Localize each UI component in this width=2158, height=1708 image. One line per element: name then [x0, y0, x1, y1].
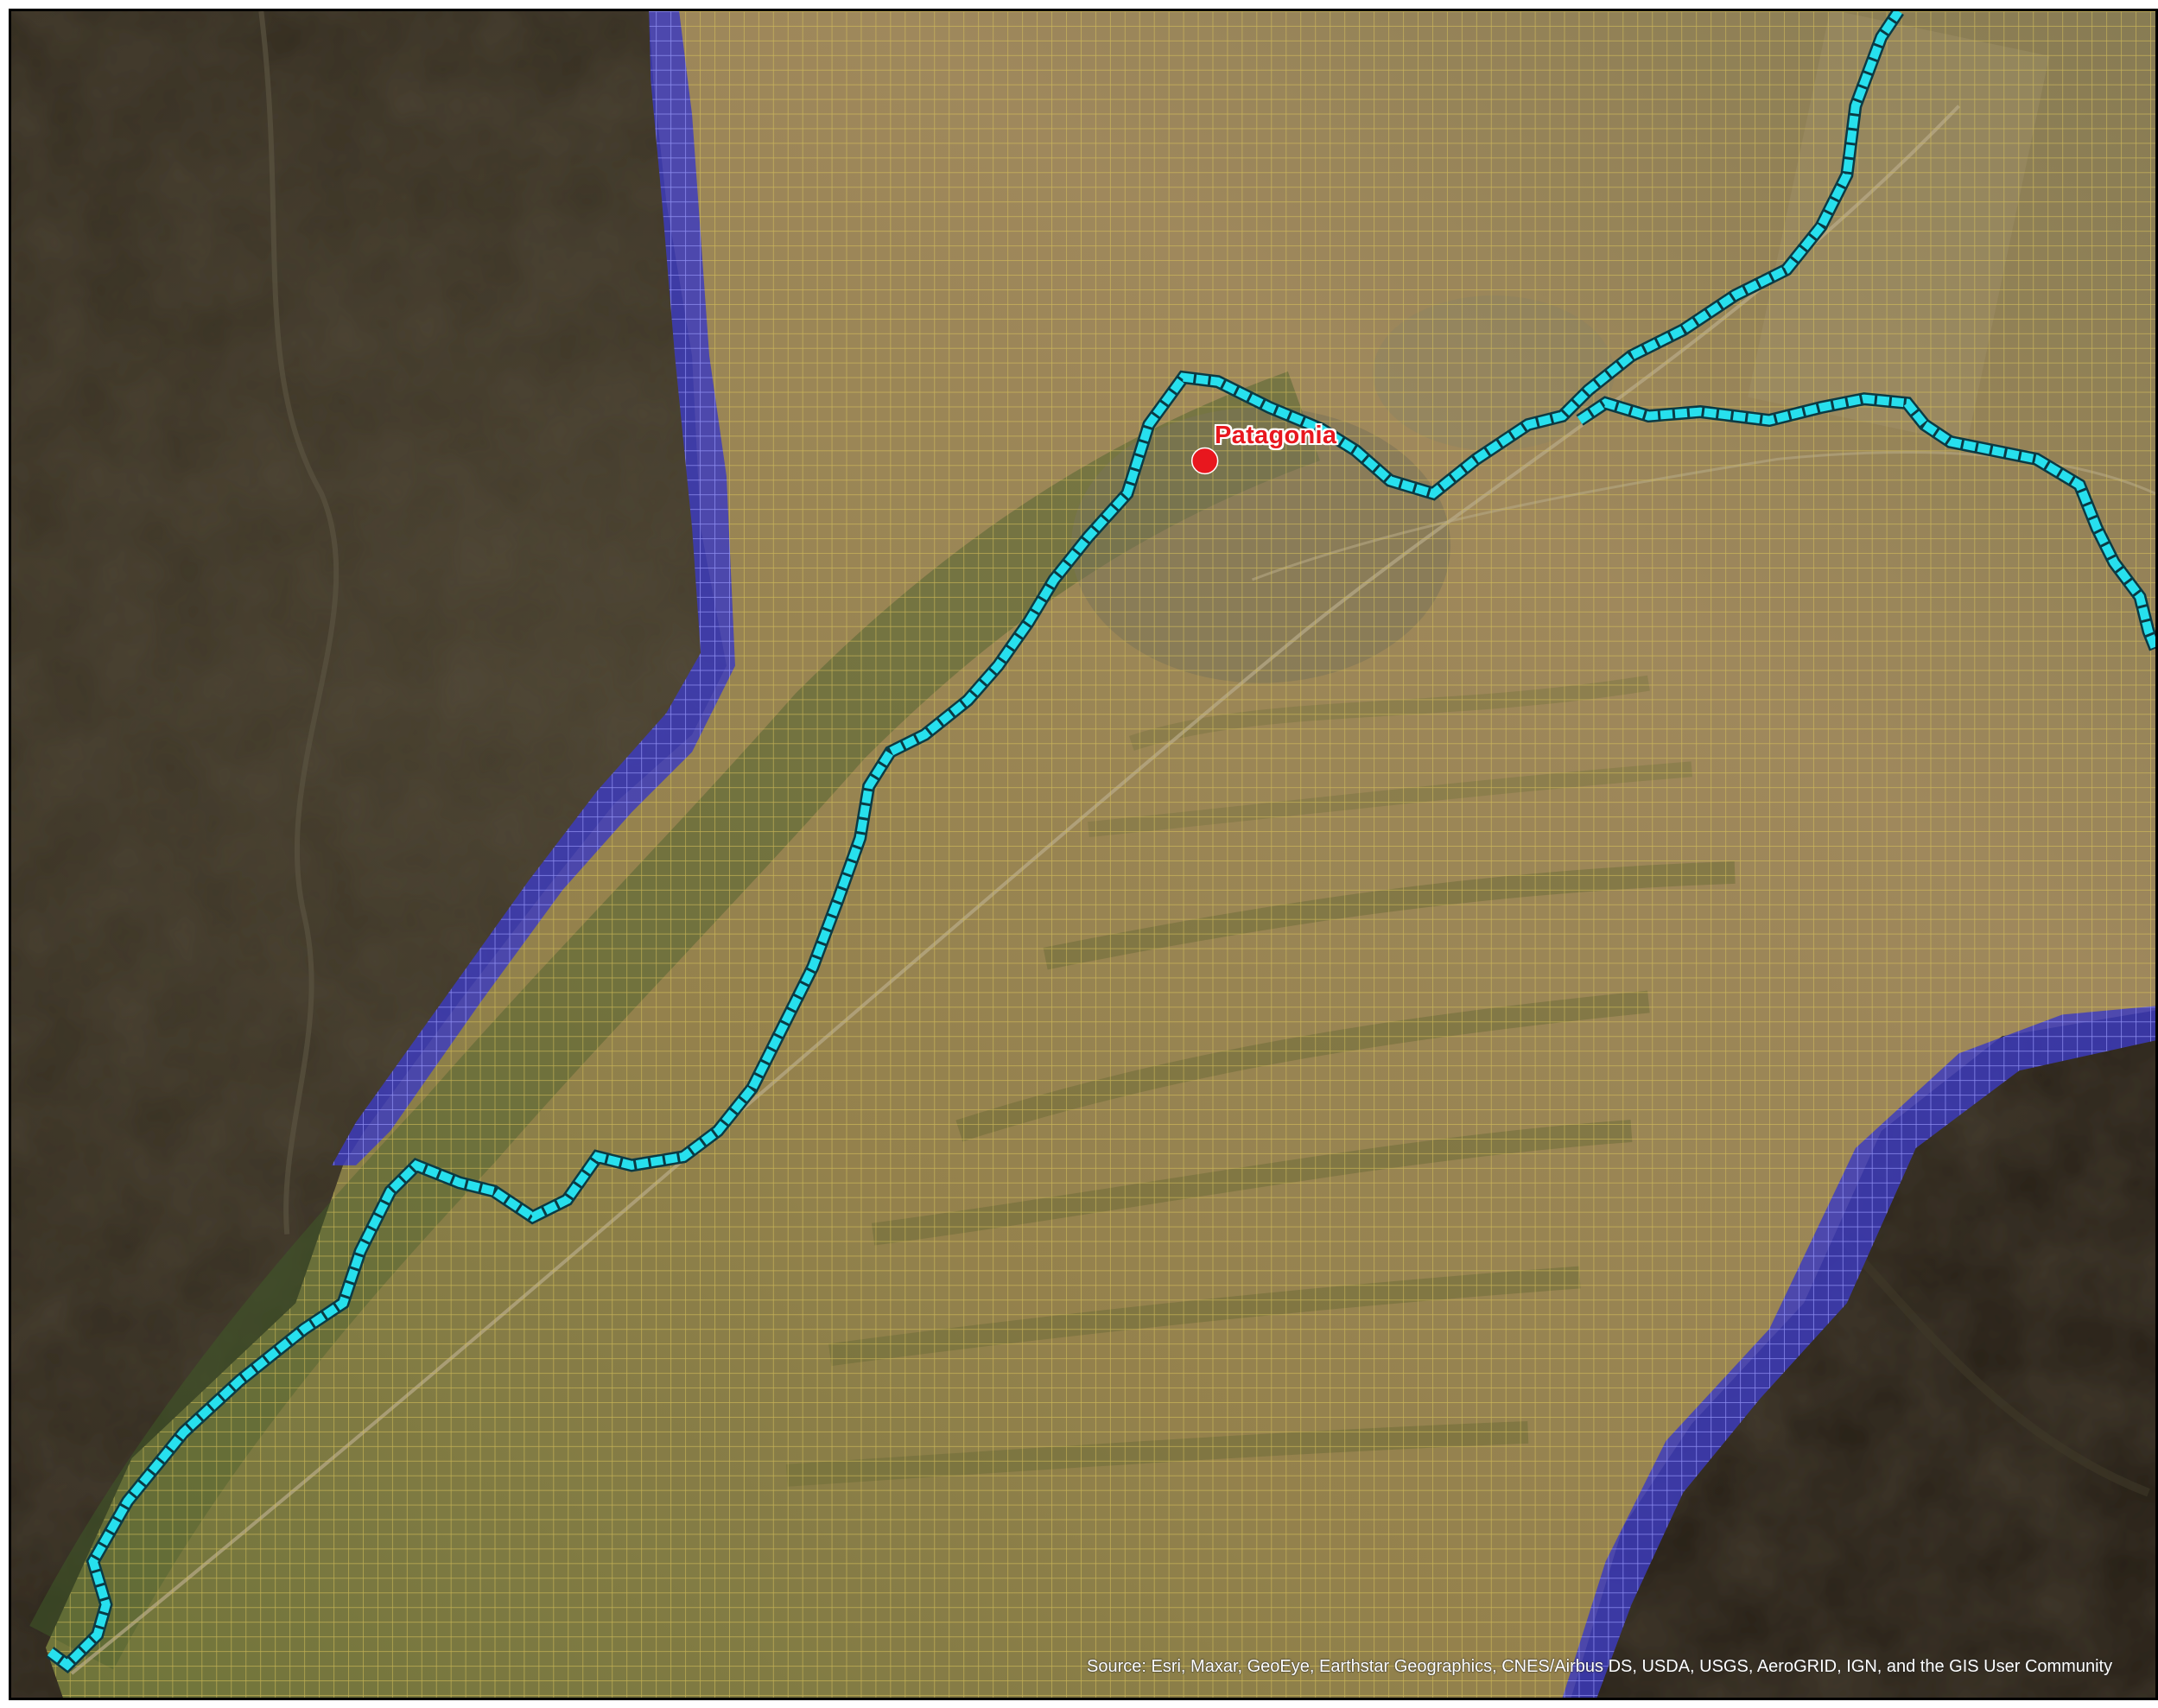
boundary-cells-southeast [1562, 1006, 2155, 1698]
west-drainage [258, 11, 340, 1235]
place-label-patagonia: Patagonia [1215, 422, 1337, 449]
satellite-map[interactable] [11, 11, 2155, 1698]
map-attribution: Source: Esri, Maxar, GeoEye, Earthstar G… [1087, 1657, 2113, 1676]
map-frame[interactable]: Patagonia Source: Esri, Maxar, GeoEye, E… [9, 9, 2158, 1700]
red-dot-icon [1190, 447, 1219, 475]
